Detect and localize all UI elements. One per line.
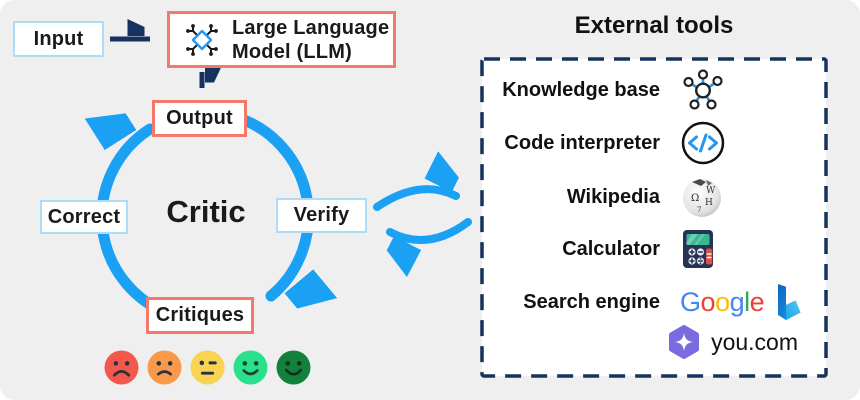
very-happy-face-icon [276,350,311,385]
calculator-icon [680,229,716,269]
tool-row-knowledge-base: Knowledge base [480,67,828,113]
knowledge-base-label: Knowledge base [502,78,660,101]
tool-row-calculator: Calculator [480,226,828,272]
knowledge-graph-icon [680,68,726,112]
calculator-label: Calculator [562,237,660,260]
output-box: Output [152,100,247,137]
tools-to-verify-arrow [390,218,472,240]
wikipedia-label: Wikipedia [566,185,660,208]
svg-text:7: 7 [697,206,701,214]
critiques-box: Critiques [146,297,254,334]
bing-logo [772,283,802,321]
critic-center-label: Critic [166,194,246,229]
verify-to-tools-arrow [373,189,456,211]
external-tools-panel: Knowledge base Cod [480,57,828,378]
code-interpreter-label: Code interpreter [504,131,660,154]
youcom-label: you.com [711,328,798,355]
svg-text:H: H [705,198,713,208]
feedback-faces-row [104,350,314,385]
llm-box: Large Language Model (LLM) [167,11,396,68]
search-engine-label: Search engine [523,290,660,313]
youcom-logo-icon [667,325,701,359]
critiques-label: Critiques [155,304,245,326]
input-label: Input [33,27,84,50]
neural-network-icon [182,20,222,60]
verify-label: Verify [293,204,350,226]
code-interpreter-icon [680,120,726,166]
svg-text:Ω: Ω [691,193,699,204]
neutral-face-icon [190,350,225,385]
input-box: Input [13,21,104,57]
cycle-arc-right [230,111,308,296]
tool-row-youcom: you.com [480,319,828,365]
tool-row-code-interpreter: Code interpreter [480,120,828,166]
happy-face-icon [233,350,268,385]
output-label: Output [166,107,233,129]
external-tools-title: External tools [574,12,734,39]
angry-face-icon [104,350,139,385]
tool-row-search-engine: Search engine G o o g l e [480,279,828,325]
correct-box: Correct [40,200,128,234]
wikipedia-globe-icon: W Ω H 7 [680,175,724,219]
verify-box: Verify [276,198,367,233]
tool-row-wikipedia: Wikipedia W Ω H [480,174,828,220]
dashed-border [480,57,828,378]
sad-face-icon [147,350,182,385]
google-logo: G o o g l e [680,286,765,317]
llm-label: Large Language Model (LLM) [232,16,390,63]
correct-label: Correct [47,205,121,228]
svg-text:W: W [706,186,716,196]
